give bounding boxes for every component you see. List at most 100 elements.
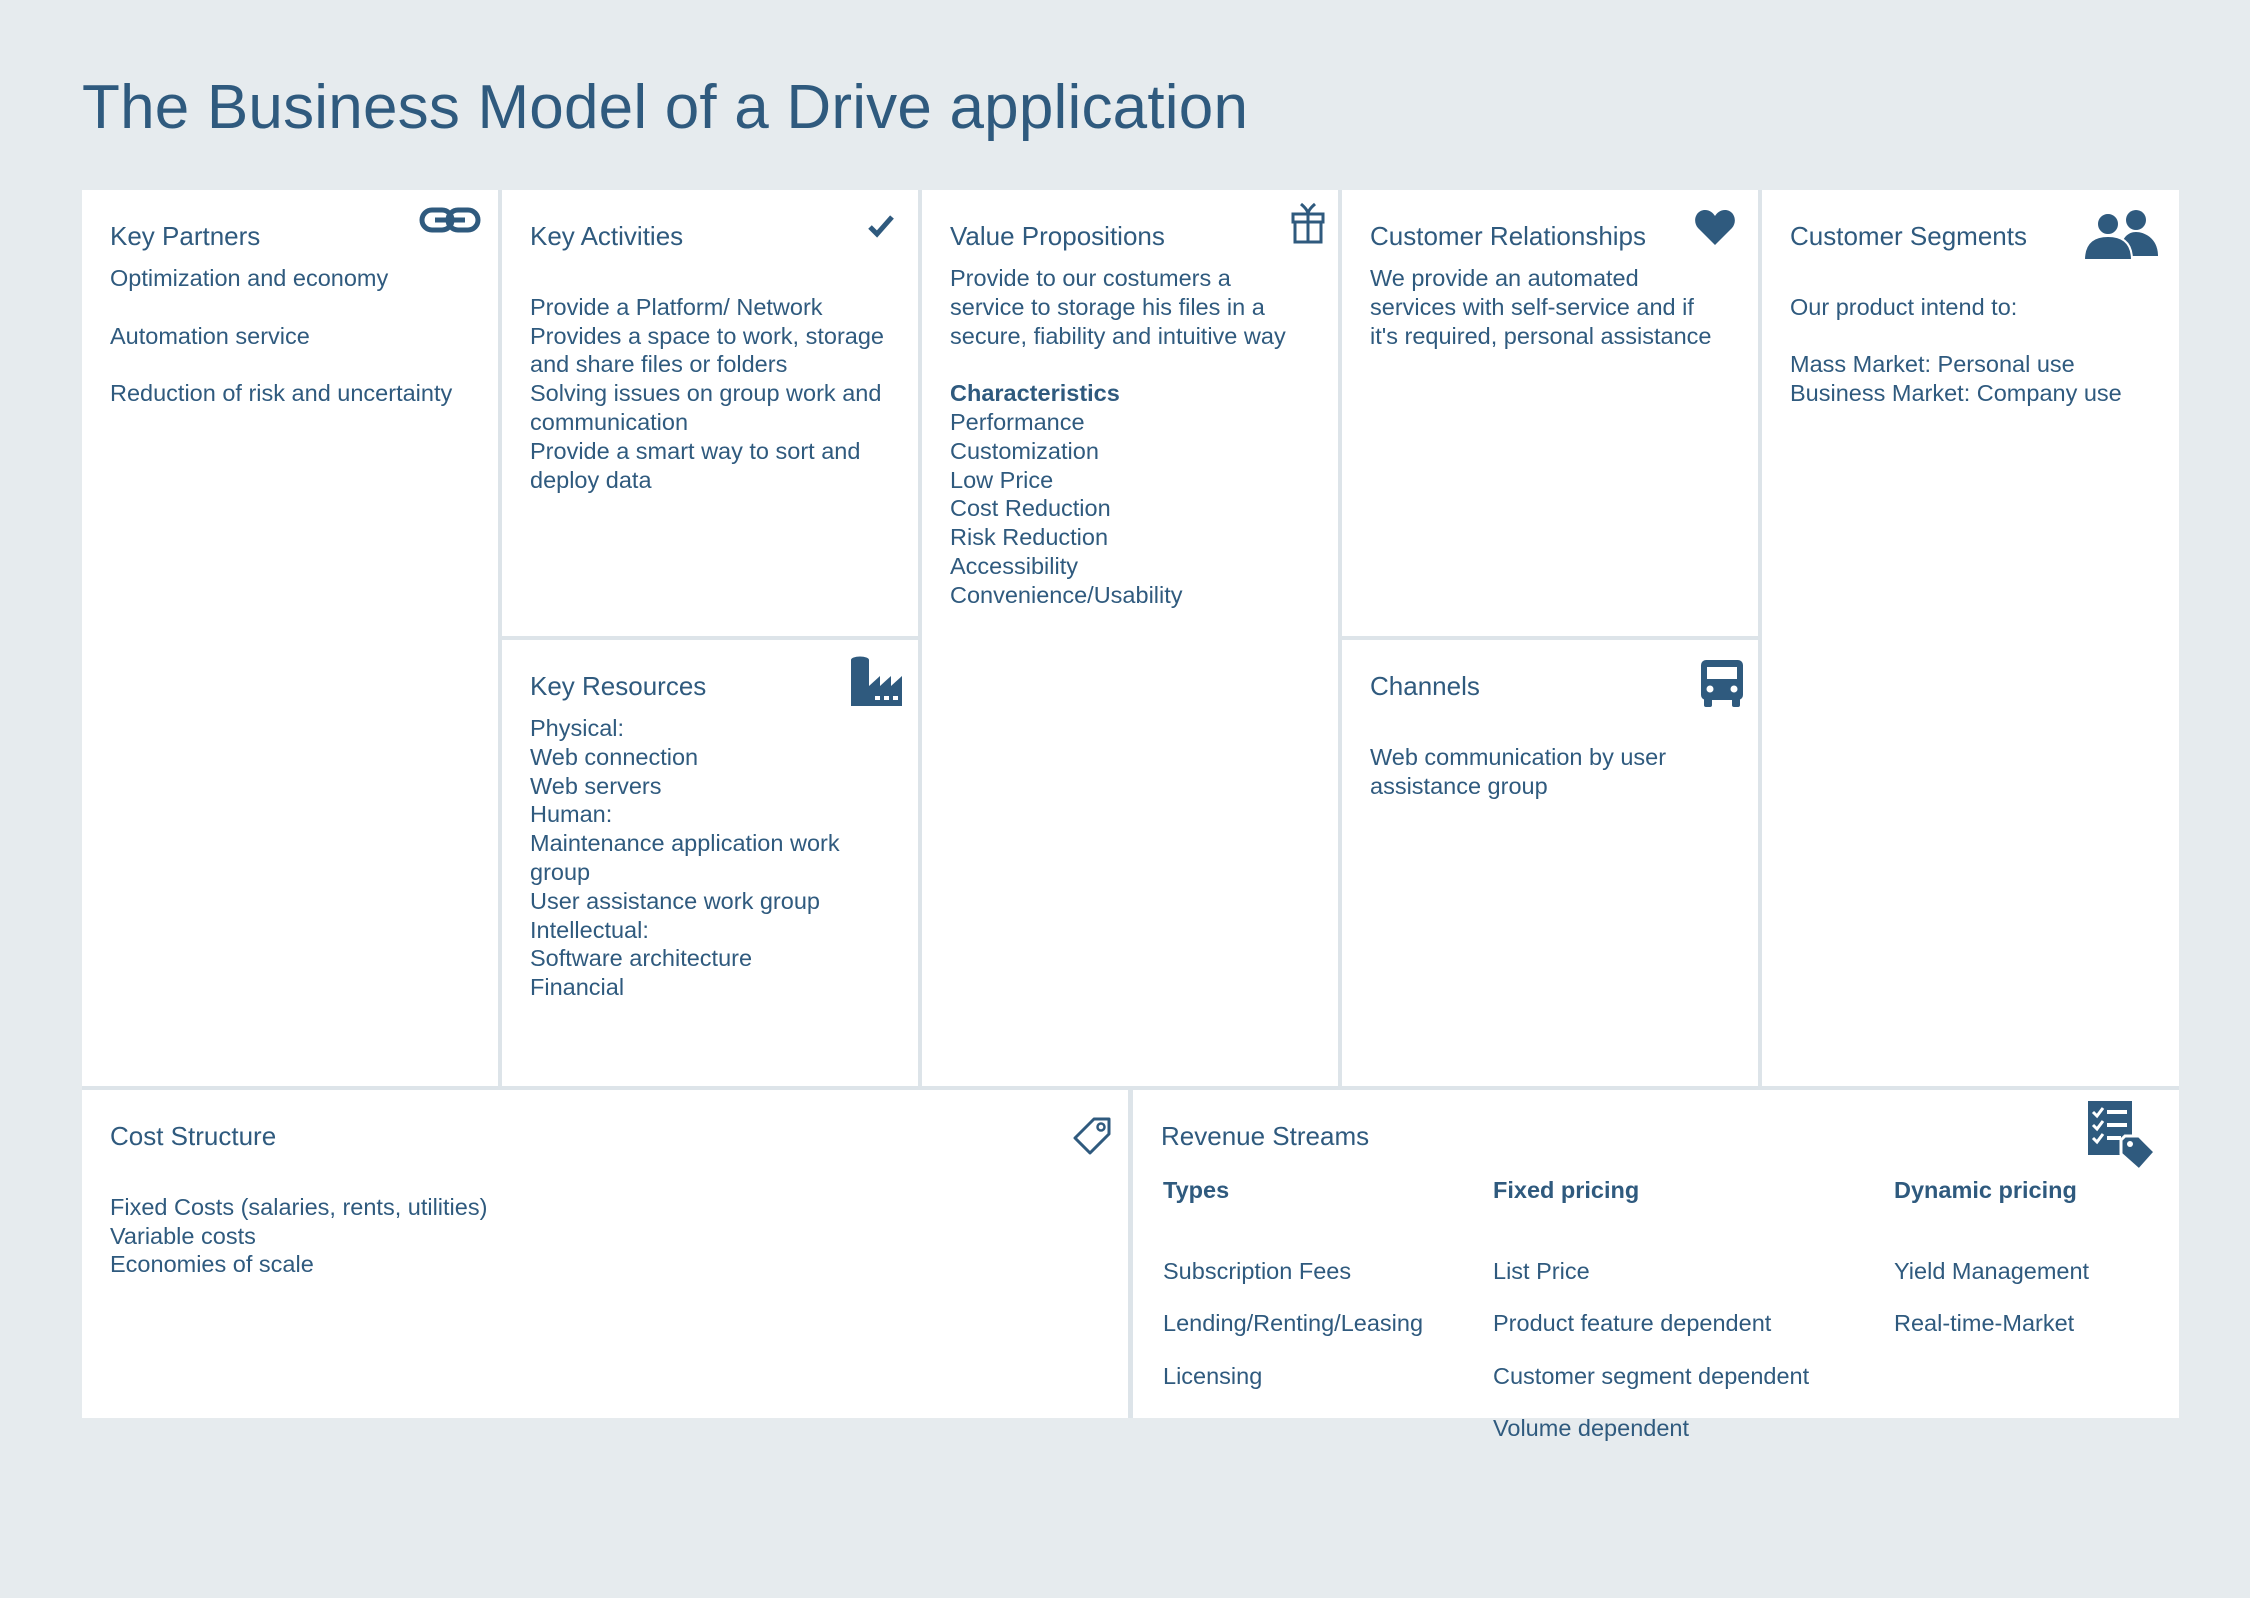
text-line: Accessibility — [950, 552, 1078, 579]
text-line: User assistance work group — [530, 887, 820, 914]
spacer — [950, 350, 1310, 379]
text-line: Variable costs — [110, 1222, 256, 1249]
revenue-streams-title: Revenue Streams — [1161, 1121, 1370, 1151]
text-line: Web communication by user — [1370, 743, 1667, 770]
customer-segments-body: Our product intend to:Mass Market: Perso… — [1790, 264, 2151, 408]
text-line: Web servers — [530, 772, 662, 799]
text-line: Optimization and economy — [110, 265, 389, 291]
text-line: Provide a Platform/ Network — [530, 293, 823, 320]
text-line: Reduction of risk and uncertainty — [110, 380, 453, 407]
text-line: Risk Reduction — [950, 524, 1109, 551]
spacer — [530, 264, 890, 293]
text-line: communication — [530, 408, 689, 435]
customer-segments-title: Customer Segments — [1790, 221, 2027, 251]
price-tag-icon — [1072, 1116, 1112, 1156]
heart-icon — [1694, 208, 1736, 246]
spacer — [1790, 264, 2151, 293]
key-partners-title: Key Partners — [110, 221, 261, 251]
text-line: Volume dependent — [1493, 1414, 1689, 1441]
text-line: Economies of scale — [110, 1251, 314, 1278]
factory-icon — [850, 656, 902, 706]
gift-icon — [1291, 202, 1325, 244]
text-line: Real-time-Market — [1894, 1310, 2075, 1337]
text-line: Subscription Fees — [1163, 1258, 1352, 1285]
text-line: Provides a space to work, storage — [530, 322, 884, 349]
text-line: Customization — [950, 437, 1099, 464]
text-line: and share files or folders — [530, 351, 788, 378]
text-line: assistance group — [1370, 772, 1548, 799]
text-line: Human: — [530, 801, 613, 828]
text-line: Business Market: Company use — [1790, 380, 2122, 407]
text-line: Cost Reduction — [950, 495, 1111, 522]
text-line: services with self-service and if — [1370, 293, 1694, 320]
text-line: Convenience/Usability — [950, 581, 1183, 608]
text-line: deploy data — [530, 466, 652, 493]
users-icon — [2084, 208, 2160, 260]
key-activities-title: Key Activities — [530, 221, 684, 251]
spacer — [110, 350, 470, 379]
text-line: Solving issues on group work and — [530, 380, 882, 407]
cost-structure-block: Cost Structure Fixed Costs (salaries, re… — [82, 1090, 1128, 1418]
revenue-column-heading: Dynamic pricing — [1894, 1177, 2077, 1203]
text-line: Provide to our costumers a — [950, 265, 1231, 291]
text-line: Licensing — [1163, 1362, 1263, 1389]
text-line: We provide an automated — [1370, 265, 1639, 291]
text-line: Yield Management — [1894, 1258, 2090, 1285]
spacer — [1790, 322, 2151, 351]
cost-structure-title: Cost Structure — [110, 1121, 277, 1151]
text-line: Intellectual: — [530, 916, 649, 943]
key-activities-block: Key Activities Provide a Platform/ Netwo… — [502, 190, 918, 636]
text-line: Low Price — [950, 466, 1054, 493]
channels-title: Channels — [1370, 671, 1480, 701]
text-line: List Price — [1493, 1258, 1590, 1285]
text-line: Physical: — [530, 715, 625, 741]
value-propositions-title: Value Propositions — [950, 221, 1165, 251]
spacer — [110, 293, 470, 322]
text-line: Mass Market: Personal use — [1790, 351, 2075, 378]
page-title: The Business Model of a Drive applicatio… — [82, 73, 1249, 142]
text-line: it's required, personal assistance — [1370, 322, 1712, 349]
truck-icon — [1700, 658, 1744, 708]
checkmark-icon — [868, 214, 894, 238]
customer-relationships-title: Customer Relationships — [1370, 221, 1647, 251]
text-line: secure, fiability and intuitive way — [950, 322, 1286, 349]
customer-segments-block: Customer Segments Our product intend to:… — [1762, 190, 2179, 1086]
link-icon — [419, 204, 481, 236]
characteristics-heading: Characteristics — [950, 380, 1120, 407]
revenue-column-heading: Types — [1163, 1177, 1230, 1203]
text-line: Lending/Renting/Leasing — [1163, 1310, 1424, 1337]
key-resources-title: Key Resources — [530, 671, 707, 701]
revenue-column-heading: Fixed pricing — [1493, 1177, 1640, 1203]
customer-relationships-block: Customer Relationships We provide an aut… — [1342, 190, 1758, 636]
text-line: service to storage his files in a — [950, 293, 1265, 320]
spacer — [110, 1164, 1100, 1193]
text-line: Provide a smart way to sort and — [530, 437, 861, 464]
text-line: Performance — [950, 408, 1085, 435]
text-line: Maintenance application work — [530, 830, 840, 857]
text-line: Software architecture — [530, 945, 753, 972]
text-line: Web connection — [530, 743, 699, 770]
text-line: Product feature dependent — [1493, 1310, 1772, 1337]
text-line: Customer segment dependent — [1493, 1362, 1810, 1389]
text-line: Financial — [530, 974, 625, 1001]
spacer — [1370, 714, 1730, 743]
text-line: Automation service — [110, 322, 310, 349]
text-line: group — [530, 858, 591, 885]
